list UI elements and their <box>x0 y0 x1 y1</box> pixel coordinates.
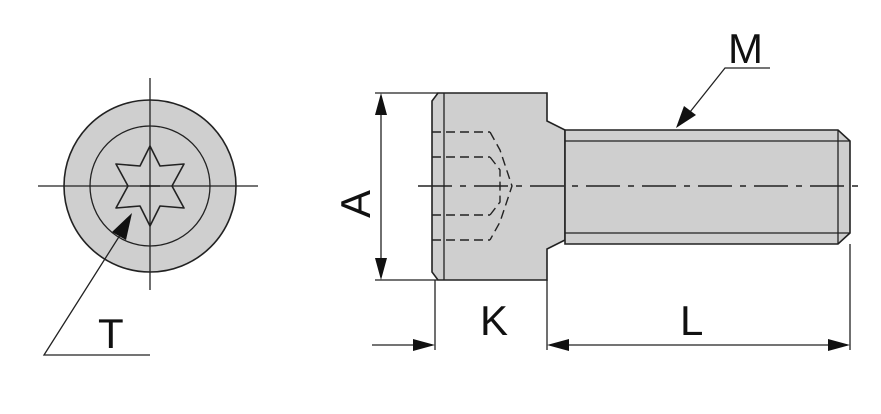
side-view: A K L M <box>332 25 862 351</box>
thread-label: M <box>728 25 763 72</box>
recess-hidden-tip <box>489 131 513 241</box>
head-diameter-label: A <box>332 190 379 218</box>
thread-leader-line <box>689 67 770 113</box>
drive-leader-line <box>42 231 150 356</box>
drive-leader-arrowhead <box>112 213 132 240</box>
l-arrow-right <box>828 339 850 351</box>
screw-shank <box>564 129 851 245</box>
a-arrow-bottom <box>375 258 387 280</box>
a-arrow-top <box>375 93 387 115</box>
k-arrow <box>413 339 435 351</box>
thread-leader-arrowhead <box>676 106 696 128</box>
head-height-label: K <box>480 297 508 344</box>
l-arrow-left <box>547 339 569 351</box>
end-view: T <box>38 78 258 357</box>
length-label: L <box>680 297 703 344</box>
drive-label: T <box>98 310 124 357</box>
